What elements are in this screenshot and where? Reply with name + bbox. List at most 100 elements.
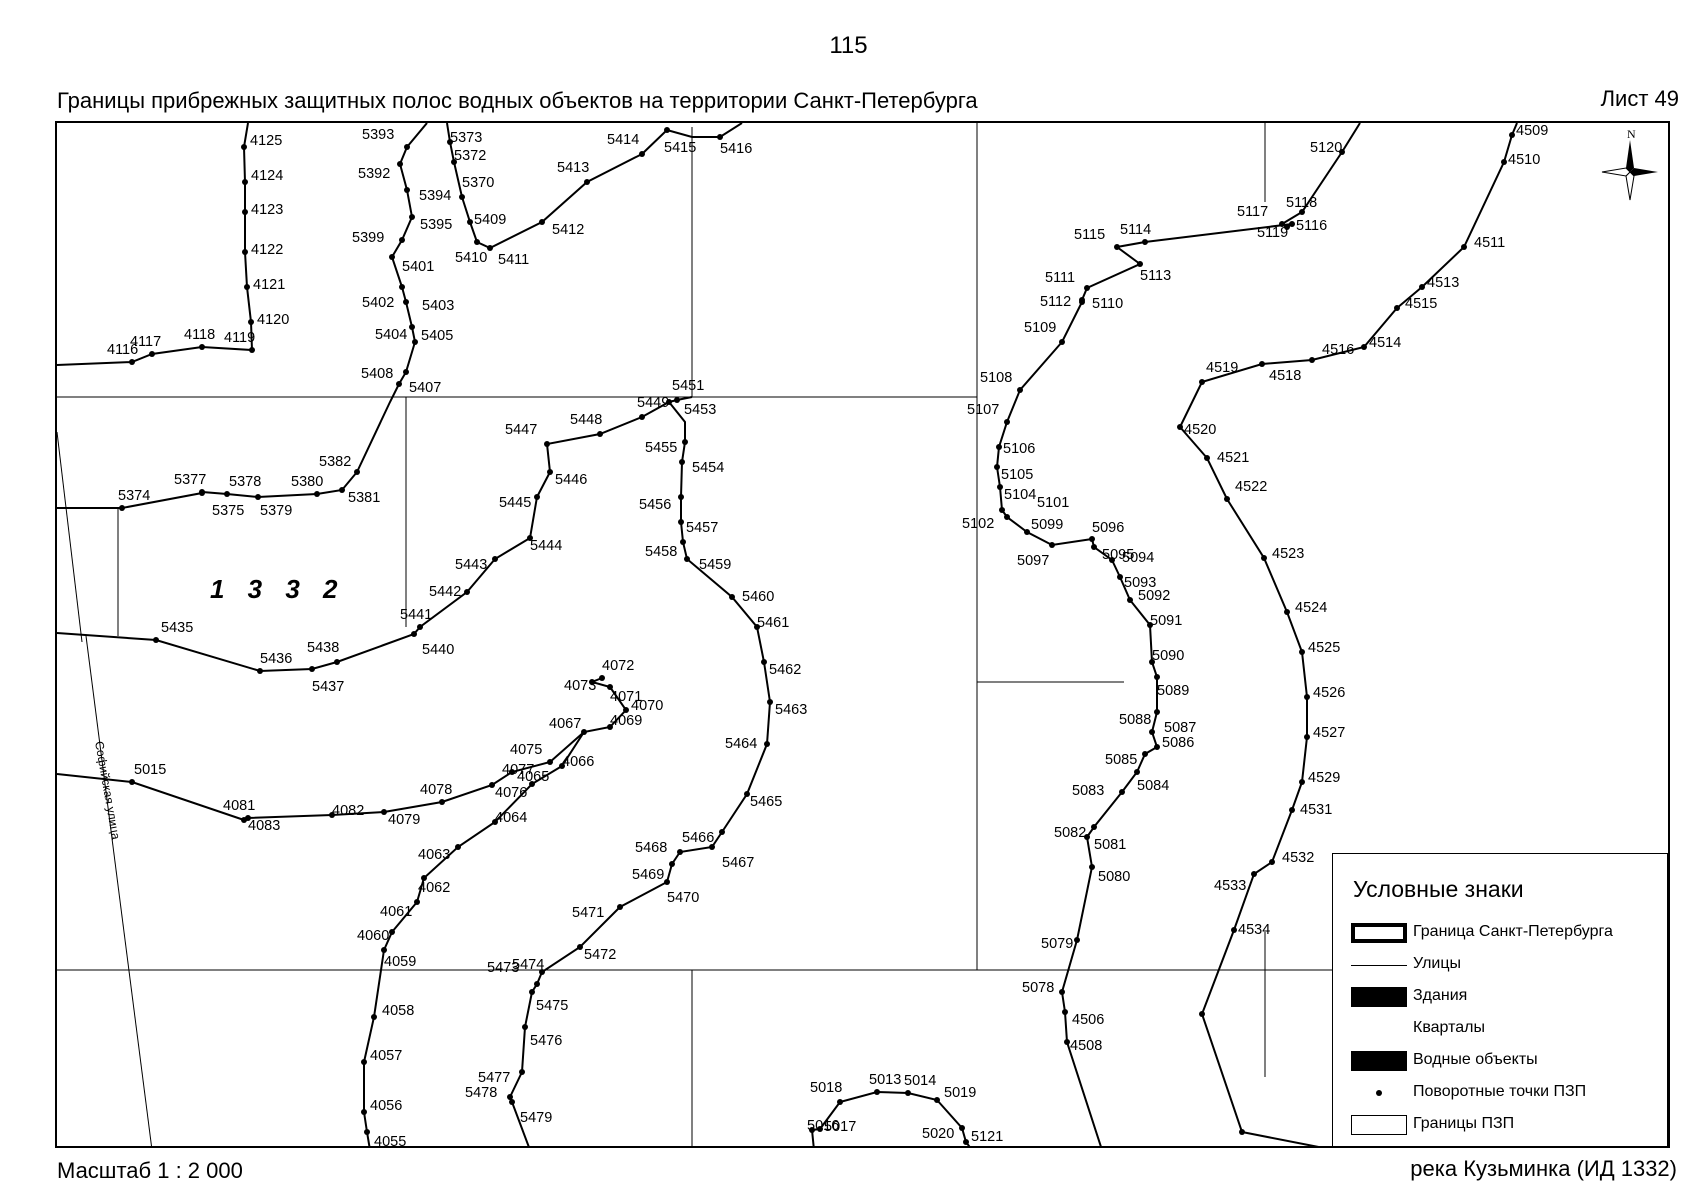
turning-point-dot xyxy=(439,799,445,805)
turning-point-dot xyxy=(1299,779,1305,785)
turning-point-dot xyxy=(199,490,205,496)
turning-point-dot xyxy=(544,441,550,447)
turning-point-dot xyxy=(1089,864,1095,870)
point-label: 4117 xyxy=(130,334,161,350)
turning-point-dot xyxy=(539,219,545,225)
turning-point-dot xyxy=(994,464,1000,470)
legend-item-pzp-borders: Границы ПЗП xyxy=(1333,1112,1669,1138)
point-label: 5466 xyxy=(682,830,714,846)
pzp-boundary-line xyxy=(57,123,254,366)
point-label: 5441 xyxy=(400,607,432,623)
point-label: 5373 xyxy=(450,130,482,146)
turning-point-dot xyxy=(509,1099,515,1105)
turning-point-dot xyxy=(529,781,535,787)
point-label: 5442 xyxy=(429,584,461,600)
point-label: 5453 xyxy=(684,402,716,418)
point-label: 4069 xyxy=(610,713,642,729)
turning-point-dot xyxy=(1114,244,1120,250)
turning-point-dot xyxy=(224,491,230,497)
turning-point-dot xyxy=(519,1069,525,1075)
turning-point-dot xyxy=(1119,789,1125,795)
turning-point-dot xyxy=(389,254,395,260)
turning-point-dot xyxy=(249,347,255,353)
point-label: 4524 xyxy=(1295,600,1327,616)
legend-item-label: Водные объекты xyxy=(1413,1051,1538,1068)
turning-point-dot xyxy=(674,397,680,403)
turning-point-dot xyxy=(874,1089,880,1095)
point-label: 4529 xyxy=(1308,770,1340,786)
turning-point-dot xyxy=(399,284,405,290)
point-label: 4510 xyxy=(1508,152,1540,168)
point-label: 4533 xyxy=(1214,878,1246,894)
point-label: 5416 xyxy=(720,141,752,157)
point-label: 4063 xyxy=(418,847,450,863)
point-label: 5394 xyxy=(419,188,451,204)
point-label: 5402 xyxy=(362,295,394,311)
point-label: 4122 xyxy=(251,242,283,258)
point-label: 5082 xyxy=(1054,825,1086,841)
legend-item-label: Здания xyxy=(1413,987,1468,1004)
point-label: 5105 xyxy=(1001,467,1033,483)
turning-point-dot xyxy=(1299,209,1305,215)
point-label: 5440 xyxy=(422,642,454,658)
point-label: 4058 xyxy=(382,1003,414,1019)
turning-point-dot xyxy=(241,144,247,150)
point-label: 5449 xyxy=(637,395,669,411)
turning-points xyxy=(119,127,1515,1145)
turning-point-dot xyxy=(1339,149,1345,155)
point-label: 5435 xyxy=(161,620,193,636)
pzp-boundary-line xyxy=(810,1090,971,1146)
turning-point-dot xyxy=(1299,649,1305,655)
point-label: 5446 xyxy=(555,472,587,488)
turning-point-dot xyxy=(639,151,645,157)
point-label: 5467 xyxy=(722,855,754,871)
point-label: 5461 xyxy=(757,615,789,631)
point-label: 4518 xyxy=(1269,368,1301,384)
point-label: 5413 xyxy=(557,160,589,176)
point-label: 5379 xyxy=(260,503,292,519)
point-label: 5117 xyxy=(1237,204,1268,220)
point-label: 4062 xyxy=(418,880,450,896)
point-label: 4523 xyxy=(1272,546,1304,562)
turning-point-dot xyxy=(153,637,159,643)
turning-point-dot xyxy=(1142,239,1148,245)
point-label: 5473 xyxy=(487,960,519,976)
point-label: 4525 xyxy=(1308,640,1340,656)
turning-point-dot xyxy=(529,989,535,995)
point-label: 5079 xyxy=(1041,936,1073,952)
turning-point-dot xyxy=(607,724,613,730)
turning-point-dot xyxy=(669,861,675,867)
point-label: 5464 xyxy=(725,736,757,752)
point-label: 4061 xyxy=(380,904,412,920)
turning-point-dot xyxy=(1064,1039,1070,1045)
zone-id-label: 1 3 3 2 xyxy=(210,574,346,604)
turning-point-dot xyxy=(1137,261,1143,267)
point-label: 4522 xyxy=(1235,479,1267,495)
point-label: 4508 xyxy=(1070,1038,1102,1054)
turning-point-dot xyxy=(623,707,629,713)
point-label: 5468 xyxy=(635,840,667,856)
turning-point-dot xyxy=(996,444,1002,450)
point-label: 5415 xyxy=(664,140,696,156)
legend-item-quarters: Кварталы xyxy=(1333,1016,1669,1042)
point-label: 5083 xyxy=(1072,783,1104,799)
point-label: 5093 xyxy=(1124,575,1156,591)
turning-point-dot xyxy=(729,594,735,600)
legend-item-turning-points: Поворотные точки ПЗП xyxy=(1333,1080,1669,1106)
turning-point-dot xyxy=(329,812,335,818)
turning-point-dot xyxy=(664,879,670,885)
turning-point-dot xyxy=(404,187,410,193)
turning-point-dot xyxy=(361,1109,367,1115)
turning-point-dot xyxy=(489,782,495,788)
legend-item-buildings: Здания xyxy=(1333,984,1669,1010)
turning-point-dot xyxy=(1079,299,1085,305)
turning-point-dot xyxy=(248,319,254,325)
point-label: 5407 xyxy=(409,380,441,396)
turning-point-dot xyxy=(492,819,498,825)
turning-point-dot xyxy=(409,214,415,220)
point-label: 4119 xyxy=(224,330,255,346)
turning-point-dot xyxy=(534,981,540,987)
turning-point-dot xyxy=(507,1094,513,1100)
grid-lines xyxy=(57,123,1334,1146)
turning-point-dot xyxy=(399,237,405,243)
